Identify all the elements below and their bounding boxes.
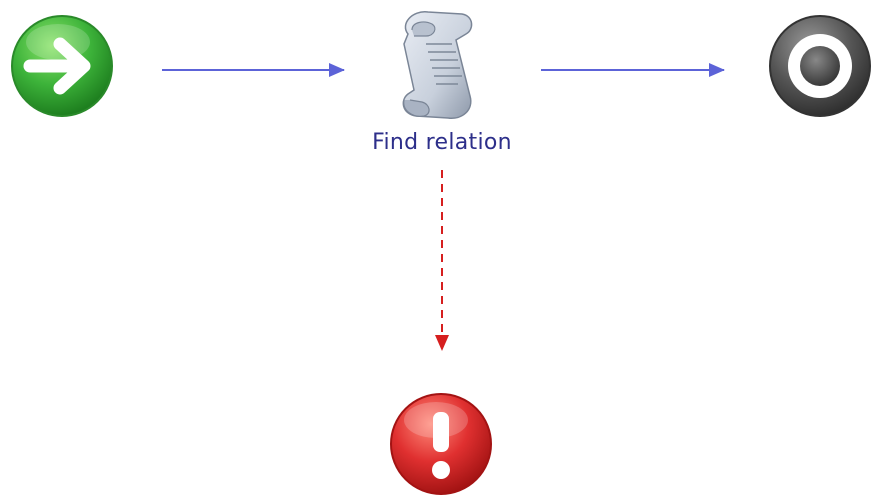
target-icon: [788, 34, 852, 98]
end-node[interactable]: [769, 15, 871, 117]
scroll-icon: [402, 11, 473, 119]
task-node[interactable]: [402, 11, 473, 119]
error-node[interactable]: [390, 393, 492, 495]
arrow-right-icon: [23, 37, 91, 95]
exclamation-icon: [432, 412, 450, 479]
task-node-label: Find relation: [372, 130, 512, 155]
start-node[interactable]: [11, 15, 113, 117]
